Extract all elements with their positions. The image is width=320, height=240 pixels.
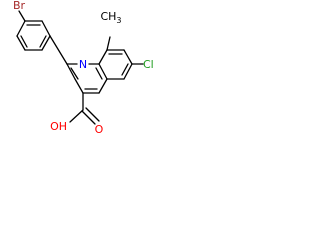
bond xyxy=(123,63,133,80)
c-oh-bond xyxy=(69,109,84,123)
carboxylic-acid-group xyxy=(69,92,100,125)
bond xyxy=(98,78,108,94)
c-br-bond xyxy=(18,10,26,22)
bond xyxy=(123,49,133,65)
bromine-label: Br xyxy=(13,0,26,12)
chlorine-label: Cl xyxy=(143,58,154,71)
nitrogen-label: N xyxy=(79,58,87,71)
methyl-label: CH3 xyxy=(100,10,121,25)
c-o-double-bond xyxy=(81,110,96,125)
aromatic-inner-bond xyxy=(20,35,28,48)
benzo-ring xyxy=(98,49,133,80)
methyl-bond xyxy=(106,36,111,51)
methyl-text: CH xyxy=(100,10,116,23)
aromatic-inner-bond xyxy=(121,63,129,76)
c-o-double-bond xyxy=(85,107,100,122)
molecule-structure: Br N Cl OH O CH3 xyxy=(13,0,154,136)
bromophenyl-ring xyxy=(16,10,51,51)
aromatic-inner-bond xyxy=(95,67,103,80)
carbonyl-oxygen-label: O xyxy=(95,123,104,136)
bond xyxy=(41,20,51,37)
aromatic-inner-bond xyxy=(70,67,79,80)
bond xyxy=(66,63,76,80)
bond xyxy=(98,63,108,80)
bond xyxy=(16,20,26,37)
bond xyxy=(41,35,51,51)
pyridine-ring xyxy=(66,63,108,94)
bond xyxy=(98,49,108,65)
aromatic-inner-bond xyxy=(39,35,47,48)
biaryl-bond xyxy=(49,35,68,65)
bond xyxy=(74,78,84,94)
methyl-subscript: 3 xyxy=(116,16,121,25)
bond xyxy=(16,35,26,51)
hydroxyl-label: OH xyxy=(50,120,67,133)
